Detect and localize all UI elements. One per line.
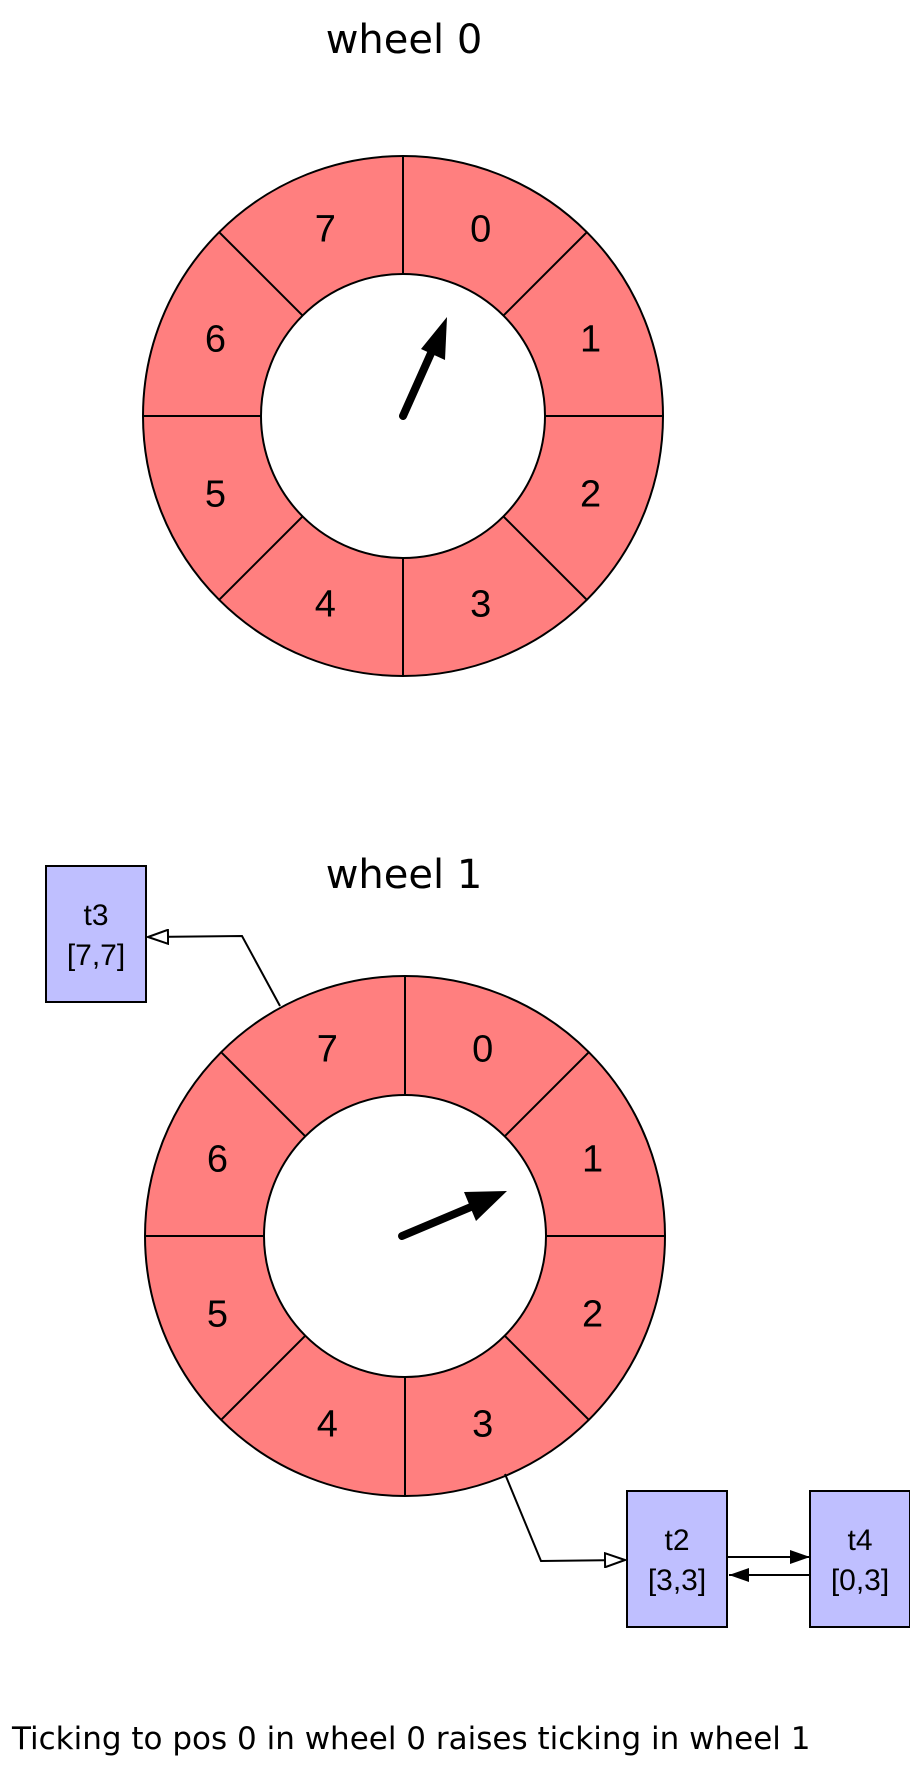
wheel-1-slot-0-label: 0 <box>472 1028 493 1070</box>
wheel-0-pointer <box>399 317 447 420</box>
wheel-1-slot-2-label: 2 <box>582 1294 603 1336</box>
wheel-1-slot-5-label: 5 <box>207 1294 228 1336</box>
wheel-1-title: wheel 1 <box>326 852 483 898</box>
wheel-1-slot-6-label: 6 <box>207 1138 228 1180</box>
wheel-0-slot-7-label: 7 <box>315 208 336 250</box>
wheel-0-slot-2-label: 2 <box>580 474 601 516</box>
wheel-1-slot-divider <box>220 1334 307 1421</box>
wheel-1-slot-divider <box>503 1334 590 1421</box>
wheel-1-slot-7-label: 7 <box>317 1028 338 1070</box>
timer-t2: t2 [3,3] <box>626 1490 728 1628</box>
caption: Ticking to pos 0 in wheel 0 raises ticki… <box>11 1721 810 1757</box>
wheel-1: wheel 1 0 1 2 3 4 5 6 7 <box>144 852 666 1497</box>
timer-t2-range: [3,3] <box>648 1564 706 1597</box>
wheel-0-slot-3-label: 3 <box>470 584 491 626</box>
slot3-to-t2-arrow <box>504 1473 625 1561</box>
slot7-to-t3-arrow <box>148 936 281 1007</box>
wheel-0-title: wheel 0 <box>326 17 483 63</box>
wheel-0-slot-6-label: 6 <box>205 318 226 360</box>
timer-t3: t3 [7,7] <box>45 865 147 1003</box>
wheel-0-slot-0-label: 0 <box>470 208 491 250</box>
timer-t3-name: t3 <box>83 899 108 932</box>
wheel-1-slot-divider <box>503 1051 590 1138</box>
wheel-1-pointer <box>398 1191 507 1240</box>
wheel-0-slot-divider <box>502 231 588 317</box>
timer-t3-range: [7,7] <box>67 939 125 972</box>
wheel-1-slot-1-label: 1 <box>582 1138 603 1180</box>
wheel-0-slot-divider <box>218 515 304 601</box>
wheel-0-slot-divider <box>218 231 304 317</box>
wheel-0-slot-divider <box>502 515 588 601</box>
wheel-1-slot-3-label: 3 <box>472 1404 493 1446</box>
timer-t4-range: [0,3] <box>831 1564 889 1597</box>
timer-t2-name: t2 <box>664 1524 689 1557</box>
timer-t4: t4 [0,3] <box>809 1490 910 1628</box>
wheel-1-slot-4-label: 4 <box>317 1404 338 1446</box>
wheel-0-slot-4-label: 4 <box>315 584 336 626</box>
wheel-1-slot-divider <box>220 1051 307 1138</box>
timer-t4-name: t4 <box>847 1524 872 1557</box>
wheel-0-slot-5-label: 5 <box>205 474 226 516</box>
wheel-0: wheel 0 0 1 2 3 4 5 6 7 <box>142 17 664 677</box>
wheel-0-slot-1-label: 1 <box>580 318 601 360</box>
